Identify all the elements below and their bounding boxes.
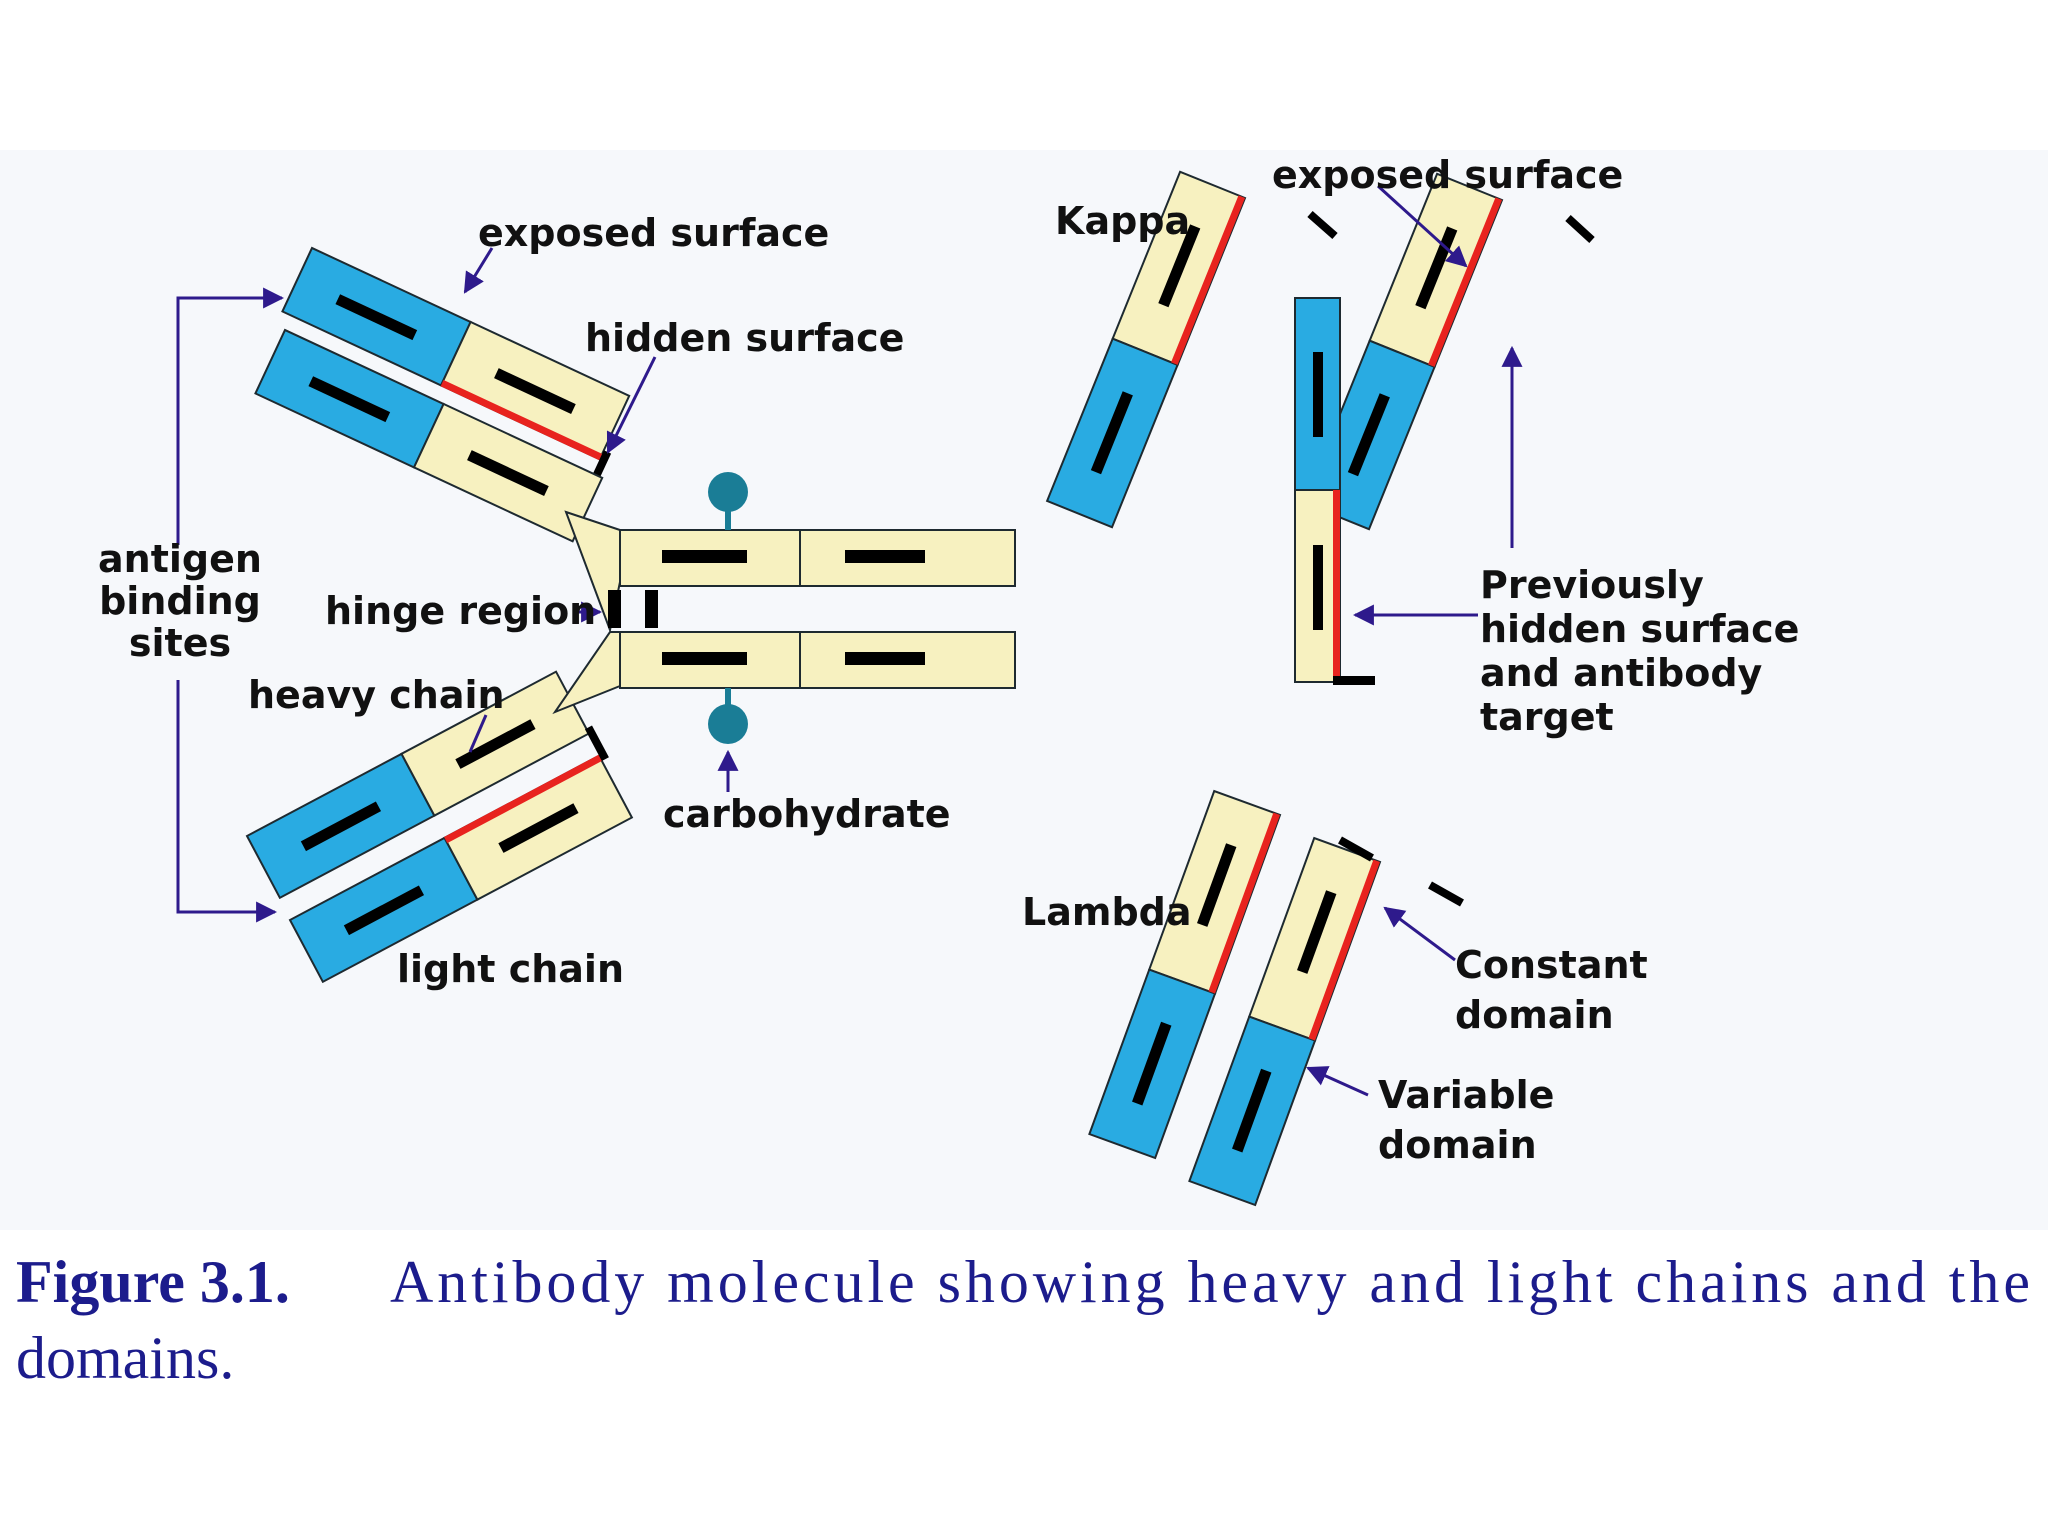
upper-heavy-chain-arm [254, 328, 604, 543]
caption-line-1: Antibody molecule showing heavy and ligh… [390, 1249, 2030, 1315]
antigen-binding-label-2: binding [99, 579, 261, 623]
domain-bar [662, 550, 747, 563]
antigen-arrow-lower [176, 680, 278, 923]
hidden-surface-stripe [1428, 197, 1502, 367]
antigen-arrow-upper [176, 287, 285, 545]
upper-light-chain [281, 246, 631, 487]
lambda-chain-right [1188, 836, 1382, 1207]
carbohydrate-lower [708, 688, 748, 744]
lambda-chain-left [1088, 789, 1282, 1160]
domain-bar [1090, 391, 1133, 475]
domain-bar [1232, 1068, 1272, 1153]
hinge-region-label: hinge region [325, 589, 596, 633]
antibody-molecule [245, 246, 1016, 984]
domain-bar [1197, 843, 1237, 927]
lower-fc-stem [619, 631, 1016, 689]
exposed-surface-arrow [463, 247, 494, 294]
variable-domain-label-1: Variable [1378, 1073, 1554, 1117]
disulfide-bond [1307, 210, 1338, 240]
kappa-arrows [1352, 184, 1523, 626]
domain-bar [1347, 393, 1390, 477]
hidden-surface-stripe [444, 754, 602, 844]
domain-bar [845, 550, 925, 563]
domain-bar [335, 294, 418, 341]
lambda-arrows [1306, 906, 1456, 1097]
hinge-disulfide-bond [608, 590, 621, 628]
domain-bar [1313, 352, 1323, 437]
heavy-chain-label: heavy chain [248, 673, 505, 717]
domain-bar [455, 719, 536, 769]
disulfide-bond [1333, 676, 1375, 685]
domain-bar [467, 450, 549, 497]
variable-domain-arrow [1306, 1066, 1369, 1097]
figure-number: Figure 3.1. [16, 1249, 290, 1315]
exposed-surface-label-right: exposed surface [1272, 153, 1623, 197]
disulfide-bond [584, 725, 609, 761]
domain-bar [498, 803, 579, 853]
hidden-surface-stripe [1171, 195, 1245, 365]
antigen-binding-label-1: antigen [98, 537, 262, 581]
previously-hidden-label-4: target [1480, 695, 1614, 739]
light-chain-label: light chain [397, 947, 624, 991]
previously-hidden-label-1: Previously [1480, 563, 1704, 607]
hidden-surface-stripe [1208, 812, 1280, 994]
lower-heavy-chain-arm [245, 670, 591, 900]
lambda-label: Lambda [1022, 890, 1192, 934]
domain-bar [300, 801, 382, 852]
disulfide-bond [1565, 215, 1595, 243]
previously-hidden-label-2: hidden surface [1480, 607, 1799, 651]
kappa-chain-vertical [1294, 297, 1375, 685]
hidden-surface-stripe [1333, 490, 1340, 682]
carbohydrate-upper [708, 472, 748, 530]
domain-bar [845, 652, 925, 665]
disulfide-bond [1338, 836, 1374, 862]
exposed-surface-label: exposed surface [478, 211, 829, 255]
caption-line-2: domains. [16, 1325, 234, 1391]
constant-domain-label-2: domain [1455, 993, 1614, 1037]
exposed-surface-arrow-right [1376, 184, 1468, 268]
domain-bar [662, 652, 747, 665]
constant-domain-label-1: Constant [1455, 943, 1648, 987]
hidden-surface-arrow [606, 356, 657, 454]
lambda-group [1088, 789, 1464, 1207]
domain-bar [1313, 545, 1323, 630]
constant-domain-arrow [1383, 906, 1456, 962]
domain-bar [494, 368, 576, 415]
hidden-surface-stripe [1308, 859, 1380, 1041]
disulfide-bond [1428, 881, 1464, 907]
domain-bar [343, 885, 425, 936]
domain-bar [1158, 224, 1201, 308]
kappa-chain-left [1045, 170, 1247, 529]
variable-domain-label-2: domain [1378, 1123, 1537, 1167]
domain-bar [1132, 1021, 1172, 1106]
lower-light-chain [288, 725, 634, 984]
hidden-surface-label: hidden surface [585, 316, 904, 360]
previously-hidden-label-3: and antibody [1480, 651, 1763, 695]
upper-fc-stem [619, 529, 1016, 587]
domain-bar [308, 376, 391, 423]
kappa-group [1045, 170, 1595, 685]
left-annotation-arrows [176, 247, 739, 923]
hidden-surface-stripe [440, 379, 603, 461]
domain-bar [1297, 890, 1337, 974]
hinge-disulfide-bond [645, 590, 658, 628]
antigen-binding-label-3: sites [129, 621, 231, 665]
carbohydrate-label: carbohydrate [663, 792, 951, 836]
heavy-constant-domain [799, 529, 1016, 587]
kappa-label: Kappa [1055, 199, 1190, 243]
heavy-chain-leader [468, 714, 488, 753]
